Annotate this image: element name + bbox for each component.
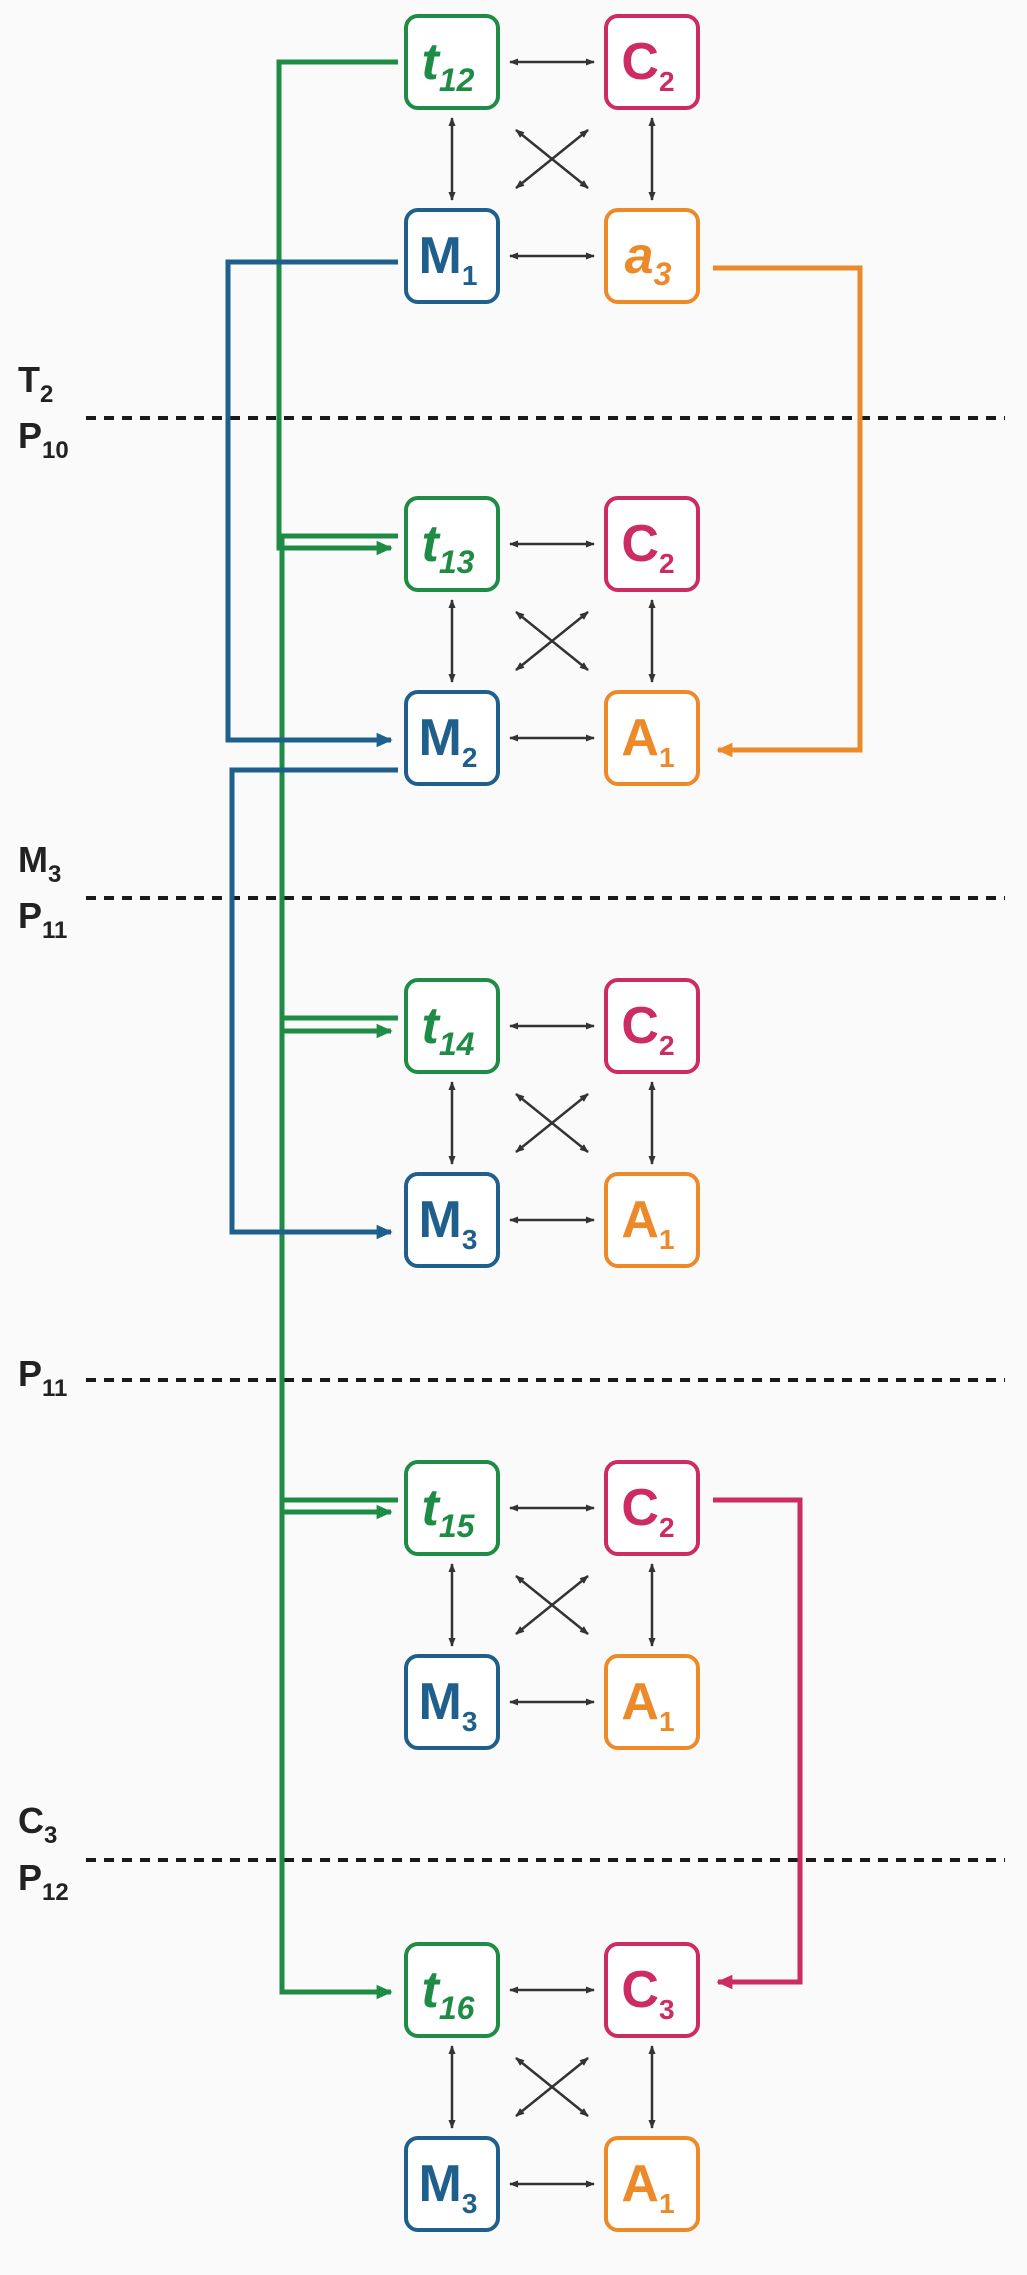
node-label: M3	[419, 1673, 478, 1737]
connectors	[225, 59, 863, 2000]
node-box	[404, 690, 500, 786]
boundary-labels: T2 P10 M3 P11 P11 C3 P12	[18, 359, 69, 1906]
node-box	[604, 1460, 700, 1556]
boundary-1-bottom-label: P10	[18, 415, 69, 464]
node-label: M2	[419, 709, 478, 773]
node-box	[404, 1654, 500, 1750]
node-a-5: A1	[604, 2136, 700, 2232]
node-box	[404, 14, 500, 110]
node-label: t16	[422, 1961, 475, 2026]
node-t-5: t16	[404, 1942, 500, 2038]
node-label: t14	[422, 997, 475, 1062]
node-c-3: C2	[604, 978, 700, 1074]
boundary-4-top-label: C3	[18, 1800, 57, 1849]
boundary-lines	[86, 416, 1005, 1862]
connector-green-t13-t14	[279, 533, 398, 1039]
node-a-2: A1	[604, 690, 700, 786]
node-label: C2	[621, 33, 674, 97]
node-box	[604, 1942, 700, 2038]
connector-green-t15-t16	[279, 1497, 398, 2000]
node-m-3: M3	[404, 1172, 500, 1268]
boundary-1-top-label: T2	[18, 359, 53, 408]
node-t-4: t15	[404, 1460, 500, 1556]
node-label: a3	[625, 227, 672, 292]
connector-blue-m1-m2	[225, 259, 398, 748]
node-c-5: C3	[604, 1942, 700, 2038]
node-m-5: M3	[404, 2136, 500, 2232]
node-label: C2	[621, 515, 674, 579]
boundary-4-bottom-label: P12	[18, 1857, 69, 1906]
node-c-2: C2	[604, 496, 700, 592]
link-c-m	[515, 2057, 589, 2117]
node-c-1: C2	[604, 14, 700, 110]
node-label: A1	[621, 1673, 674, 1737]
connector-blue-m2-m3	[229, 767, 398, 1240]
node-box	[404, 208, 500, 304]
node-box	[604, 1654, 700, 1750]
link-c-m	[515, 1093, 589, 1153]
node-label: M3	[419, 1191, 478, 1255]
connector-orange-a3-a1	[713, 265, 863, 758]
node-label: A1	[621, 709, 674, 773]
connector-red-c2-c3	[713, 1497, 803, 1990]
connector-green-t12-t13	[276, 59, 398, 556]
node-t-2: t13	[404, 496, 500, 592]
node-box	[404, 978, 500, 1074]
boundary-3-bottom-label: P11	[18, 1353, 67, 1402]
node-t-1: t12	[404, 14, 500, 110]
node-box	[404, 496, 500, 592]
node-m-4: M3	[404, 1654, 500, 1750]
node-box	[604, 690, 700, 786]
node-label: A1	[621, 2155, 674, 2219]
boundary-2-top-label: M3	[18, 839, 61, 888]
link-c-m	[515, 129, 589, 189]
node-t-3: t14	[404, 978, 500, 1074]
link-c-m	[515, 611, 589, 671]
node-label: t12	[422, 33, 475, 98]
boundary-2-bottom-label: P11	[18, 895, 67, 944]
node-label: C2	[621, 997, 674, 1061]
node-box	[404, 1172, 500, 1268]
node-box	[404, 2136, 500, 2232]
node-box	[604, 208, 700, 304]
link-c-m	[515, 1575, 589, 1635]
node-label: M1	[419, 227, 478, 291]
node-label: t15	[422, 1479, 476, 1544]
node-a-4: A1	[604, 1654, 700, 1750]
node-a-3: A1	[604, 1172, 700, 1268]
node-m-1: M1	[404, 208, 500, 304]
node-label: t13	[422, 515, 475, 580]
node-box	[604, 978, 700, 1074]
connector-green-t14-t15	[279, 1015, 398, 1520]
node-box	[604, 2136, 700, 2232]
node-box	[604, 496, 700, 592]
node-box	[604, 1172, 700, 1268]
node-box	[404, 1460, 500, 1556]
node-m-2: M2	[404, 690, 500, 786]
node-label: A1	[621, 1191, 674, 1255]
node-label: C3	[621, 1961, 674, 2025]
node-box	[404, 1942, 500, 2038]
node-c-4: C2	[604, 1460, 700, 1556]
node-box	[604, 14, 700, 110]
node-a-1: a3	[604, 208, 700, 304]
node-label: C2	[621, 1479, 674, 1543]
node-label: M3	[419, 2155, 478, 2219]
